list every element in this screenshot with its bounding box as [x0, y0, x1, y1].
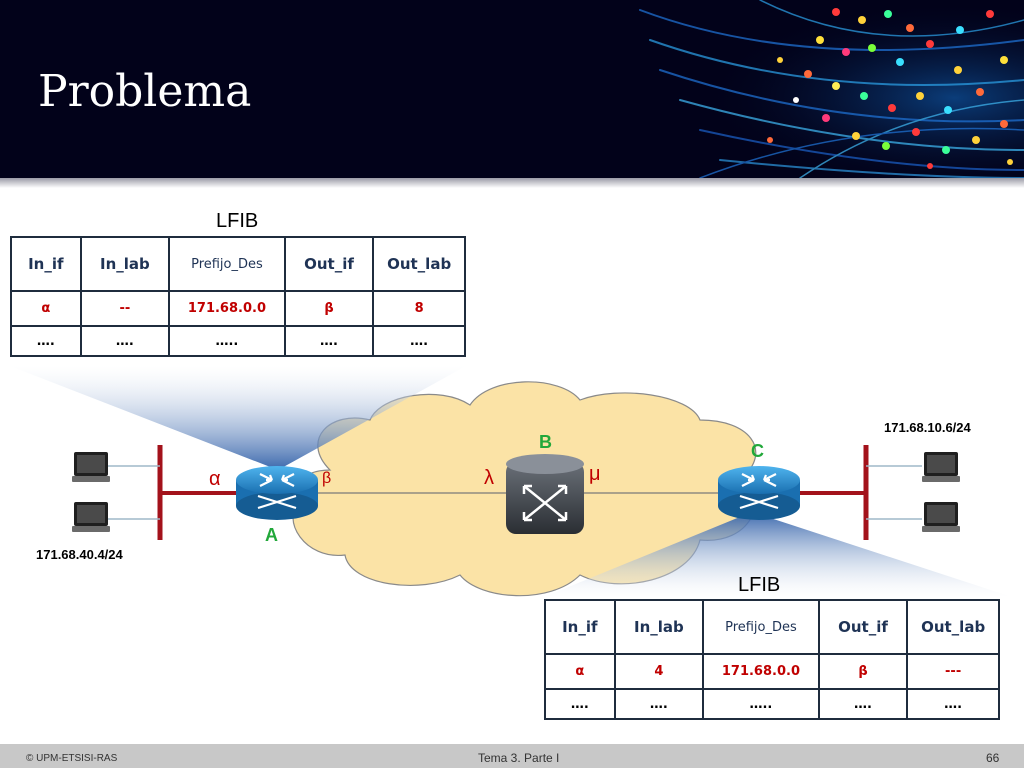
lfib-callout-top — [10, 366, 466, 470]
lfib-callout-bottom — [544, 512, 1012, 597]
fiber-optic-photo — [560, 0, 1024, 178]
table-cell: β — [283, 290, 375, 327]
table-cell: --- — [906, 653, 1000, 690]
router-icon — [236, 466, 318, 520]
interface-alpha: α — [209, 468, 221, 490]
table-cell: …. — [906, 688, 1000, 720]
page-number: 66 — [986, 751, 1000, 765]
table-cell: β — [817, 653, 909, 690]
laptop-icon — [72, 502, 110, 532]
node-label-c: C — [751, 441, 764, 461]
lfib-table-top: In_if In_lab Prefijo_Des Out_if Out_lab … — [10, 236, 466, 357]
table-cell: α — [10, 290, 82, 327]
table-cell: …. — [613, 688, 705, 720]
table-cell: 4 — [613, 653, 705, 690]
table-cell: …. — [10, 325, 82, 357]
slide-header: Problema — [0, 0, 1024, 178]
col-header: In_if — [10, 236, 82, 292]
table-cell: ….. — [168, 325, 286, 357]
table-cell: 171.68.0.0 — [702, 653, 820, 690]
table-cell: …. — [544, 688, 616, 720]
footer-topic: Tema 3. Parte I — [478, 751, 560, 765]
router-icon — [718, 466, 800, 520]
col-header: Out_if — [817, 599, 909, 655]
col-header: Out_if — [283, 236, 375, 292]
table-cell: …. — [79, 325, 171, 357]
laptop-icon — [922, 502, 960, 532]
lfib-top-title: LFIB — [216, 210, 259, 232]
laptop-icon — [72, 452, 110, 482]
col-header: Out_lab — [906, 599, 1000, 655]
lfib-table-bottom: In_if In_lab Prefijo_Des Out_if Out_lab … — [544, 599, 1000, 720]
table-cell: ….. — [702, 688, 820, 720]
table-cell: α — [544, 653, 616, 690]
slide-title: Problema — [38, 66, 252, 117]
col-header: In_lab — [613, 599, 705, 655]
table-cell: 171.68.0.0 — [168, 290, 286, 327]
table-cell: -- — [79, 290, 171, 327]
interface-lambda: λ — [484, 467, 494, 489]
col-header: Prefijo_Des — [168, 236, 286, 292]
laptop-icon — [922, 452, 960, 482]
table-cell: 8 — [372, 290, 466, 327]
interface-mu: μ — [589, 463, 601, 485]
lfib-bottom-title: LFIB — [738, 574, 781, 596]
col-header: In_lab — [79, 236, 171, 292]
node-label-b: B — [539, 432, 552, 452]
col-header: In_if — [544, 599, 616, 655]
footer-copyright: © UPM-ETSISI-RAS — [26, 753, 118, 764]
col-header: Prefijo_Des — [702, 599, 820, 655]
switch-icon — [506, 454, 584, 534]
header-shadow — [0, 178, 1024, 188]
subnet-label-right: 171.68.10.6/24 — [884, 420, 971, 435]
table-cell: …. — [817, 688, 909, 720]
interface-beta: β — [322, 470, 332, 487]
table-cell: …. — [283, 325, 375, 357]
col-header: Out_lab — [372, 236, 466, 292]
table-cell: …. — [372, 325, 466, 357]
subnet-label-left: 171.68.40.4/24 — [36, 547, 123, 562]
node-label-a: A — [265, 525, 278, 545]
slide-footer: © UPM-ETSISI-RAS Tema 3. Parte I 66 — [0, 744, 1024, 768]
